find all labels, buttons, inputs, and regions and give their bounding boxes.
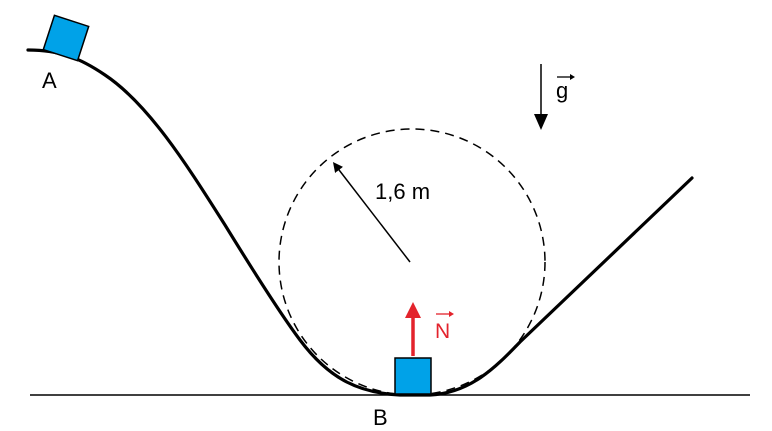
- radius-arrow: [332, 162, 411, 263]
- loop-circle-dashed: [278, 128, 546, 396]
- block-a: [42, 14, 90, 62]
- label-point-a: A: [42, 68, 57, 93]
- svg-text:N: N: [435, 320, 450, 343]
- radius-label: 1,6 m: [375, 179, 430, 204]
- normal-force-label: N: [435, 311, 454, 343]
- normal-force-arrow: [405, 302, 421, 356]
- gravity-label: g: [556, 74, 575, 103]
- track-curve: [26, 48, 694, 397]
- svg-text:g: g: [556, 78, 568, 103]
- gravity-arrow: [534, 64, 548, 130]
- label-point-b: B: [373, 405, 388, 430]
- block-b: [394, 357, 432, 395]
